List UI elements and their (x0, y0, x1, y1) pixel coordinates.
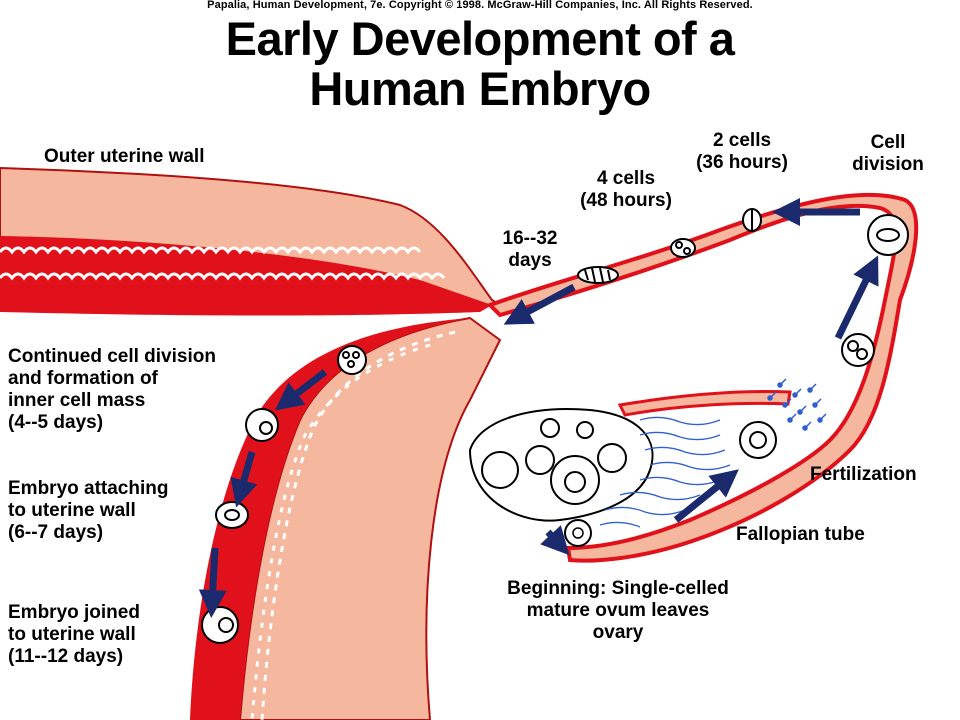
attaching-embryo (215, 501, 249, 529)
label-four-cells: 4 cells (48 hours) (580, 168, 672, 211)
label-attaching: Embryo attaching to uterine wall (6--7 d… (8, 478, 169, 543)
arrow-joined (198, 547, 227, 618)
diagram-title: Early Development of a Human Embryo (225, 12, 735, 115)
label-sixteen-cells: 16--32 days (502, 228, 558, 271)
four-cells-48h (670, 238, 696, 258)
label-fertilization: Fertilization (810, 464, 917, 485)
copyright-notice: Papalia, Human Development, 7e. Copyrigh… (207, 0, 753, 11)
arrow-continued-division (274, 369, 328, 411)
morula (337, 345, 367, 375)
fertilized-egg (739, 421, 777, 459)
ovary (468, 408, 654, 547)
embryo-stages (201, 208, 909, 644)
arrow-attaching (230, 451, 258, 508)
fimbriae (599, 416, 731, 528)
label-joined: Embryo joined to uterine wall (11--12 da… (8, 602, 140, 667)
label-continued-division: Continued cell division and formation of… (8, 346, 216, 433)
arrow-up-tube (834, 255, 879, 340)
sperm-cells (767, 378, 827, 431)
arrow-ovum-release (540, 525, 570, 556)
fallopian-tube (486, 192, 919, 563)
sixteen-cells (577, 266, 619, 284)
outer-uterine-wall-tissue (0, 166, 504, 316)
cell-division-stage (867, 214, 909, 256)
label-two-cells: 2 cells (36 hours) (696, 130, 788, 173)
arrow-to-fertilization (673, 469, 739, 523)
arrow-to-uterus (503, 283, 576, 325)
label-beginning: Beginning: Single-celled mature ovum lea… (507, 578, 729, 643)
label-outer-uterine-wall: Outer uterine wall (44, 146, 205, 167)
label-cell-division: Cell division (852, 132, 924, 175)
label-fallopian-tube: Fallopian tube (736, 524, 865, 545)
process-arrows (198, 198, 879, 618)
